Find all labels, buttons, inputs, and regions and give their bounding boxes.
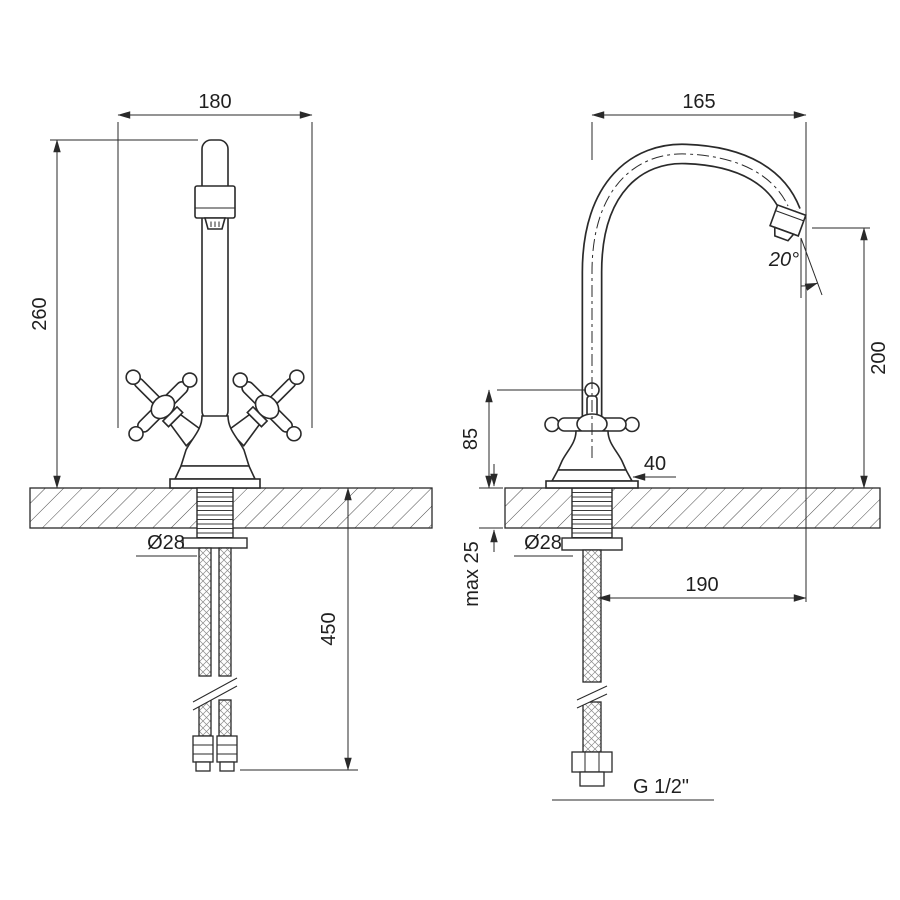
dim-label-450: 450	[318, 612, 340, 645]
dim-165	[591, 111, 807, 602]
body-front	[169, 415, 261, 489]
dim-label-d28-side: Ø28	[524, 532, 562, 554]
shank-front	[182, 487, 248, 549]
dim-260	[50, 139, 198, 489]
angle-20	[800, 237, 823, 298]
hoses-front	[192, 547, 238, 772]
spout-outlet-aerator	[769, 203, 807, 242]
dim-label-190: 190	[685, 574, 718, 596]
dim-label-thread: G 1/2"	[633, 776, 689, 798]
dim-450	[240, 487, 358, 771]
dim-200	[812, 227, 870, 489]
dim-label-165: 165	[682, 91, 715, 113]
dim-label-40: 40	[644, 453, 666, 475]
spout-centerline	[591, 153, 789, 458]
shank-side	[561, 487, 623, 551]
front-view: 180 260 450 Ø28	[29, 91, 433, 772]
angle-axis-line	[800, 237, 823, 296]
dim-label-200: 200	[868, 341, 890, 374]
dim-label-180: 180	[198, 91, 231, 113]
hose-break-mask	[577, 686, 607, 708]
hose-side	[571, 549, 613, 787]
angle-arc	[800, 282, 819, 291]
hose-fitting-side	[571, 751, 613, 787]
dim-label-85: 85	[460, 428, 482, 450]
dim-label-angle: 20°	[768, 249, 799, 271]
countertop-side	[504, 487, 881, 529]
dim-label-d28-front: Ø28	[147, 532, 185, 554]
hose-break-mask	[193, 678, 237, 710]
dim-180	[117, 111, 313, 428]
aerator-front	[194, 185, 236, 230]
dim-label-260: 260	[29, 297, 51, 330]
dim-max25	[479, 464, 503, 552]
dim-label-max25: max 25	[461, 541, 483, 607]
spout-side	[581, 143, 807, 438]
side-view: 165 20° 200 85 max 25 40	[460, 91, 890, 801]
hose-fittings-front	[192, 735, 238, 772]
spout-riser-front	[201, 139, 229, 421]
dim-85	[479, 389, 586, 489]
